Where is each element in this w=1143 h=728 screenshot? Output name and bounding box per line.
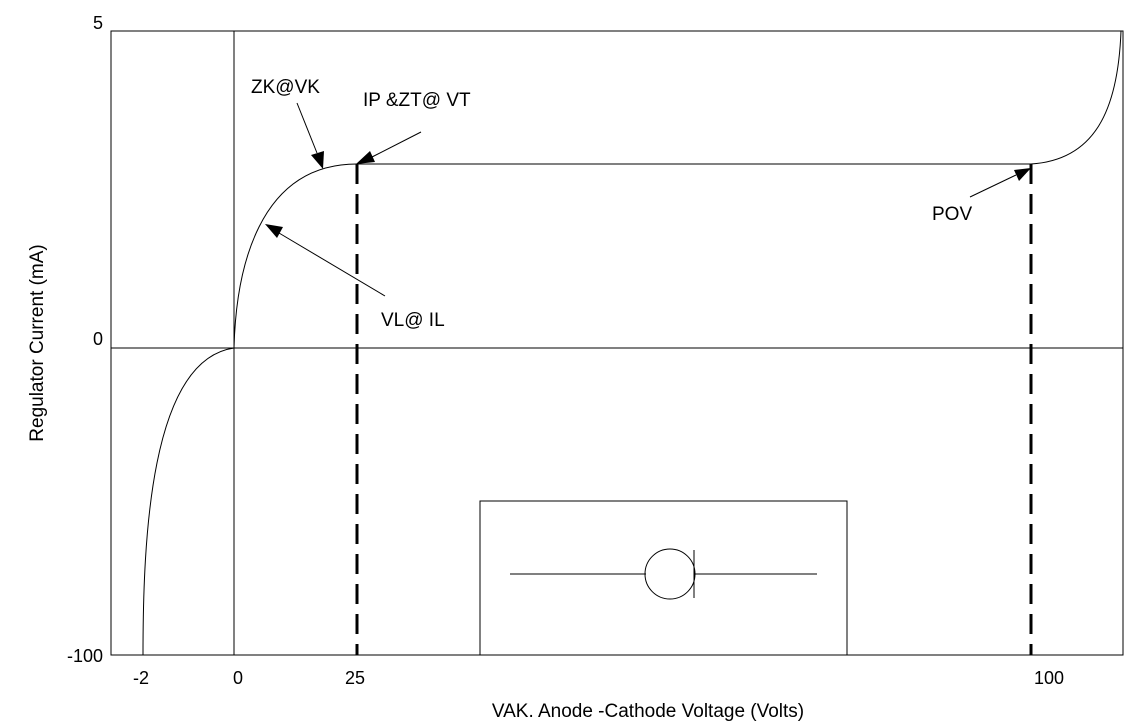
annotation-zk-vk: ZK@VK [251,77,320,98]
x-tick-label: -2 [133,668,149,688]
y-tick-label: 0 [93,329,103,349]
annotation-pov: POV [932,204,972,225]
series-curve [142,30,1122,656]
x-tick-label: 25 [345,668,365,688]
arrowhead-zk-vk [311,151,324,169]
arrow-ip-zt-vt [371,131,422,158]
annotation-vl-il: VL@ IL [381,310,445,331]
inset-symbol-box [479,500,848,656]
current-regulator-diode-symbol-icon [510,548,817,600]
y-axis-title: Regulator Current (mA) [27,244,48,441]
arrowhead-pov [1014,168,1031,181]
x-tick-label: 0 [233,668,243,688]
x-axis-title: VAK. Anode -Cathode Voltage (Volts) [492,701,804,722]
y-tick-label: -100 [67,646,103,666]
arrow-zk-vk [296,102,318,154]
arrow-vl-il [278,232,386,297]
arrowhead-vl-il [265,224,283,238]
annotation-ip-zt-vt: IP &ZT@ VT [363,90,471,111]
arrow-pov [969,174,1017,198]
arrowhead-ip-zt-vt [356,151,375,164]
x-tick-label: 100 [1034,668,1064,688]
y-tick-label: 5 [93,13,103,33]
inset-frame [479,500,848,656]
